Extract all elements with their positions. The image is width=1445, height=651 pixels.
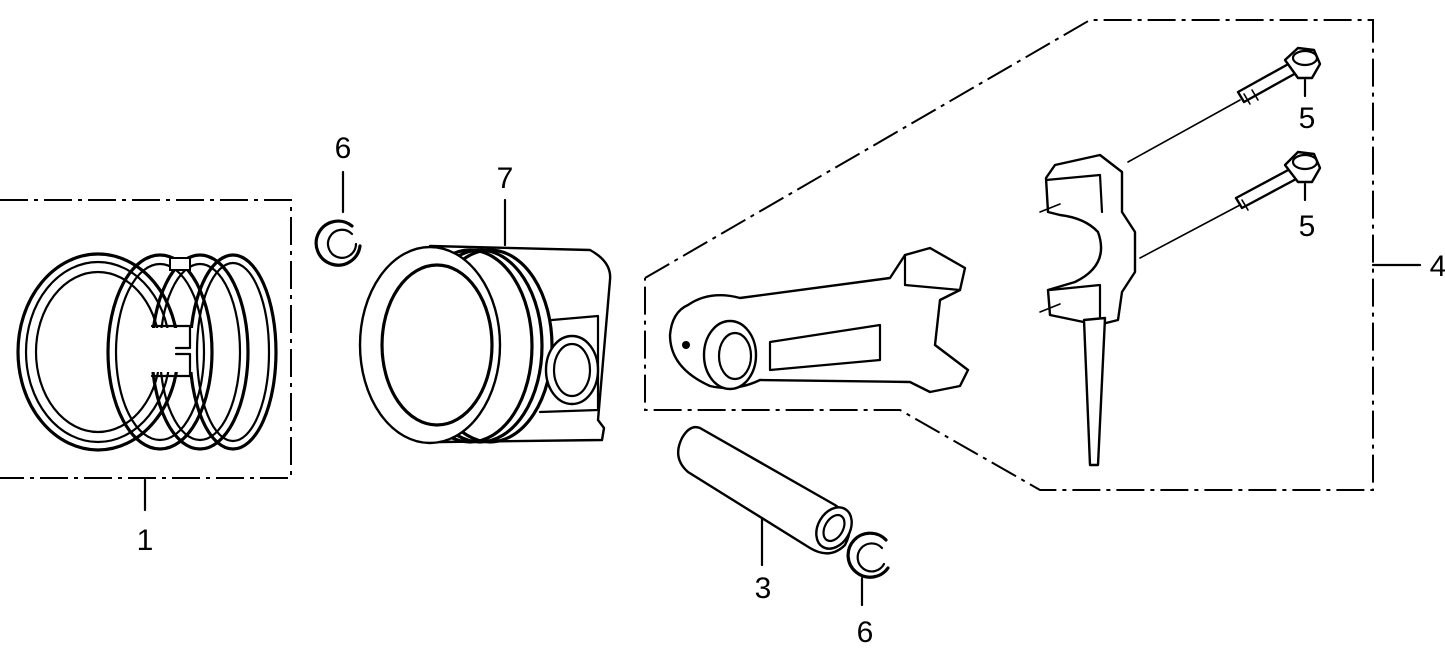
callout-6-lower: 6 <box>857 616 874 649</box>
connecting-rod <box>668 246 970 394</box>
callout-7: 7 <box>497 162 514 195</box>
callout-5-lower: 5 <box>1299 210 1316 243</box>
pin-clip-lower <box>846 531 890 579</box>
piston-rings <box>16 252 278 452</box>
pin-clip-lower-group: 6 <box>846 531 890 649</box>
piston-group: 7 <box>358 162 612 445</box>
ring-set-box <box>0 199 292 479</box>
callout-6-upper: 6 <box>335 132 352 165</box>
callout-3: 3 <box>755 572 772 605</box>
rod-small-end-bore <box>702 319 758 391</box>
rod-cap-oil-dipper <box>1082 316 1107 467</box>
piston-pin-group: 3 <box>676 425 853 605</box>
callout-1: 1 <box>137 524 154 557</box>
connecting-rod-cap <box>1039 153 1137 467</box>
rod-assembly-box <box>644 19 1374 491</box>
pin-clip-upper <box>314 219 362 267</box>
rod-bolt-upper <box>1127 46 1322 163</box>
callout-4: 4 <box>1430 250 1445 283</box>
rod-bolt-lower <box>1139 150 1322 259</box>
piston-ring-set-group: 1 <box>0 199 292 557</box>
pin-clip-upper-group: 6 <box>314 132 362 267</box>
callout-5-upper: 5 <box>1299 102 1316 135</box>
